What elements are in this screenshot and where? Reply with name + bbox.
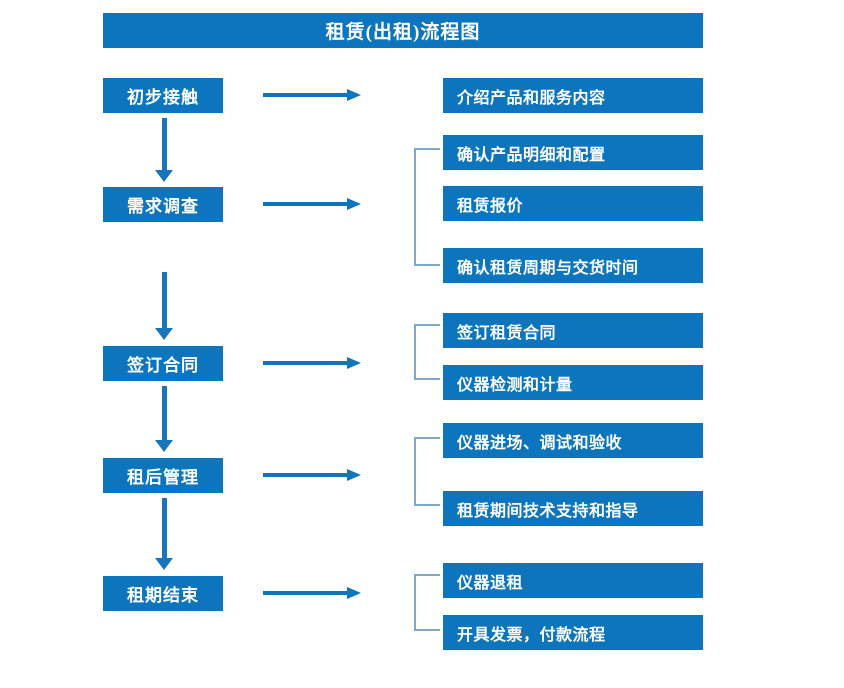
arrow-shaft: [263, 591, 348, 595]
arrow-head-icon: [155, 558, 173, 570]
vertical-arrow-4: [155, 498, 173, 570]
arrow-head-icon: [155, 170, 173, 182]
arrow-head-icon: [155, 440, 173, 452]
arrow-head-icon: [347, 89, 361, 101]
group-bracket-4: [414, 574, 440, 631]
detail-box-3[interactable]: 租赁报价: [443, 186, 703, 221]
arrow-head-icon: [347, 587, 361, 599]
vertical-arrow-1: [155, 118, 173, 182]
vertical-arrow-3: [155, 386, 173, 452]
detail-box-2[interactable]: 确认产品明细和配置: [443, 135, 703, 170]
group-bracket-2: [414, 324, 440, 380]
vertical-arrow-2: [155, 272, 173, 340]
detail-box-6[interactable]: 仪器检测和计量: [443, 365, 703, 400]
horizontal-arrow-1: [263, 87, 361, 103]
arrow-shaft: [263, 361, 348, 365]
stage-box-2[interactable]: 需求调查: [103, 187, 223, 222]
detail-box-5[interactable]: 签订租赁合同: [443, 313, 703, 348]
horizontal-arrow-5: [263, 585, 361, 601]
detail-box-8[interactable]: 租赁期间技术支持和指导: [443, 491, 703, 526]
detail-box-1[interactable]: 介绍产品和服务内容: [443, 78, 703, 113]
detail-box-4[interactable]: 确认租赁周期与交货时间: [443, 248, 703, 283]
arrow-shaft: [162, 498, 167, 558]
stage-box-1[interactable]: 初步接触: [103, 78, 223, 113]
arrow-head-icon: [347, 198, 361, 210]
detail-box-7[interactable]: 仪器进场、调试和验收: [443, 423, 703, 458]
stage-box-4[interactable]: 租后管理: [103, 458, 223, 493]
horizontal-arrow-3: [263, 355, 361, 371]
arrow-shaft: [263, 93, 348, 97]
arrow-head-icon: [155, 328, 173, 340]
stage-box-3[interactable]: 签订合同: [103, 346, 223, 381]
horizontal-arrow-4: [263, 467, 361, 483]
detail-box-10[interactable]: 开具发票，付款流程: [443, 615, 703, 650]
arrow-shaft: [162, 118, 167, 170]
detail-box-9[interactable]: 仪器退租: [443, 563, 703, 598]
diagram-title: 租赁(出租)流程图: [103, 13, 703, 48]
arrow-shaft: [162, 272, 167, 328]
arrow-shaft: [263, 202, 348, 206]
group-bracket-3: [414, 437, 440, 506]
arrow-shaft: [162, 386, 167, 440]
arrow-head-icon: [347, 357, 361, 369]
horizontal-arrow-2: [263, 196, 361, 212]
stage-box-5[interactable]: 租期结束: [103, 576, 223, 611]
arrow-shaft: [263, 473, 348, 477]
arrow-head-icon: [347, 469, 361, 481]
group-bracket-1: [414, 148, 440, 266]
